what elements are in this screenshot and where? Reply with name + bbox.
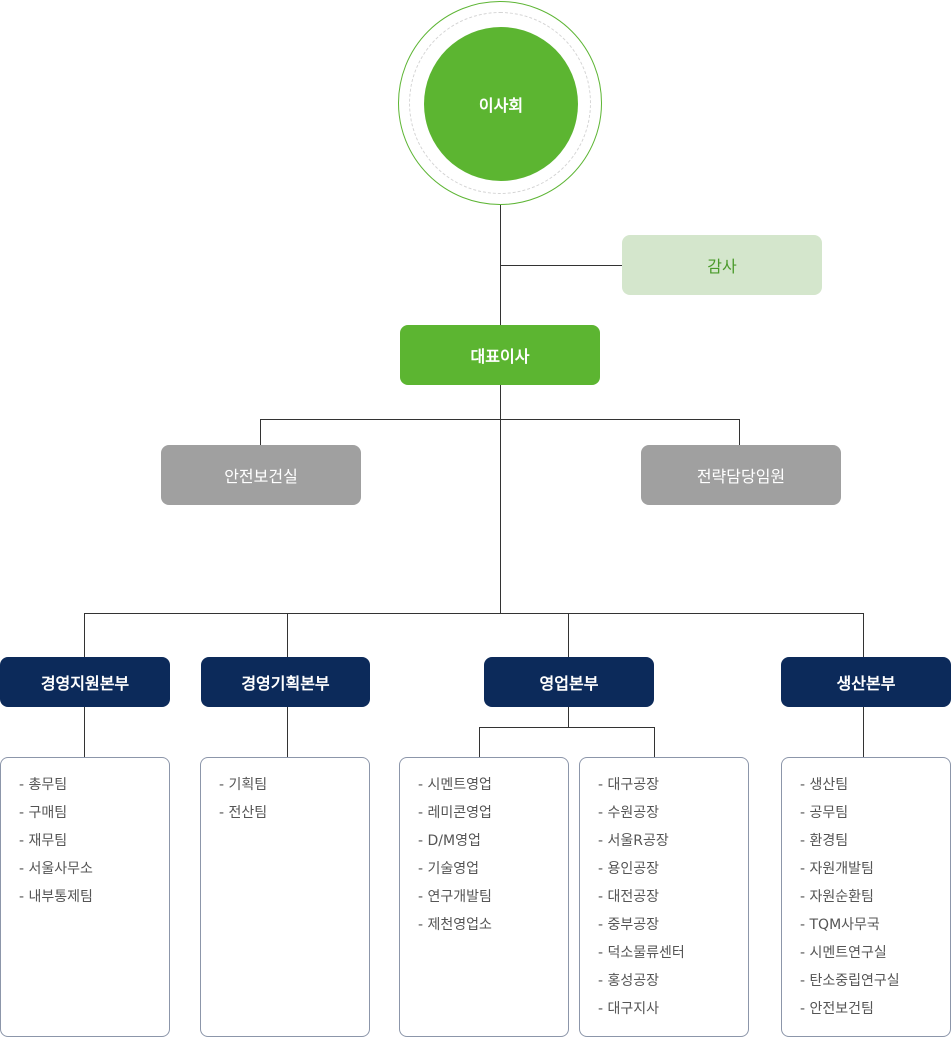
list-item: - 수원공장: [598, 805, 660, 821]
list-item: - 서울R공장: [598, 833, 669, 849]
list-item: - 생산팀: [800, 777, 849, 793]
strategy-officer-node: 전략담당임원: [641, 445, 841, 505]
list-item: - 레미콘영업: [418, 805, 492, 821]
team-list-production: - 생산팀 - 공무팀 - 환경팀 - 자원개발팀 - 자원순환팀 - TQM사…: [781, 757, 951, 1037]
connector-sales-down: [568, 707, 569, 727]
list-item: - 기술영업: [418, 861, 480, 877]
division-production: 생산본부: [781, 657, 951, 707]
team-list-sales-business: - 시멘트영업 - 레미콘영업 - D/M영업 - 기술영업 - 연구개발팀 -…: [399, 757, 569, 1037]
list-item: - 공무팀: [800, 805, 849, 821]
connector-division-2: [287, 613, 288, 657]
list-item: - 전산팀: [219, 805, 268, 821]
list-item: - D/M영업: [418, 833, 481, 849]
list-item: - TQM사무국: [800, 917, 880, 933]
team-list-management-planning: - 기획팀 - 전산팀: [200, 757, 370, 1037]
audit-node: 감사: [622, 235, 822, 295]
list-item: - 내부통제팀: [19, 889, 93, 905]
list-item: - 총무팀: [19, 777, 68, 793]
list-item: - 시멘트영업: [418, 777, 492, 793]
connector-staff-left: [260, 419, 261, 445]
list-item: - 탄소중립연구실: [800, 973, 900, 989]
list-item: - 자원순환팀: [800, 889, 874, 905]
list-item: - 서울사무소: [19, 861, 93, 877]
division-management-support: 경영지원본부: [0, 657, 170, 707]
connector-list-4: [863, 707, 864, 757]
list-item: - 용인공장: [598, 861, 660, 877]
division-management-planning: 경영기획본부: [201, 657, 370, 707]
connector-staff-bar: [260, 419, 740, 420]
list-item: - 중부공장: [598, 917, 660, 933]
list-item: - 기획팀: [219, 777, 268, 793]
list-item: - 홍성공장: [598, 973, 660, 989]
board-dashed-ring: [409, 12, 591, 194]
division-sales: 영업본부: [484, 657, 654, 707]
connector-division-3: [568, 613, 569, 657]
connector-list-1: [84, 707, 85, 757]
connector-sales-bar: [479, 727, 655, 728]
team-list-management-support: - 총무팀 - 구매팀 - 재무팀 - 서울사무소 - 내부통제팀: [0, 757, 170, 1037]
list-item: - 안전보건팀: [800, 1001, 874, 1017]
board-node: 이사회: [424, 27, 578, 181]
connector-staff-right: [739, 419, 740, 445]
connector-division-bar: [84, 613, 864, 614]
connector-sales-left: [479, 727, 480, 757]
list-item: - 시멘트연구실: [800, 945, 887, 961]
connector-list-2: [287, 707, 288, 757]
list-item: - 제천영업소: [418, 917, 492, 933]
list-item: - 재무팀: [19, 833, 68, 849]
list-item: - 자원개발팀: [800, 861, 874, 877]
list-item: - 대전공장: [598, 889, 660, 905]
connector-division-4: [863, 613, 864, 657]
list-item: - 환경팀: [800, 833, 849, 849]
list-item: - 대구공장: [598, 777, 660, 793]
ceo-node: 대표이사: [400, 325, 600, 385]
connector-division-1: [84, 613, 85, 657]
list-item: - 대구지사: [598, 1001, 660, 1017]
connector-ceo-down: [500, 385, 501, 613]
team-list-sales-plants: - 대구공장 - 수원공장 - 서울R공장 - 용인공장 - 대전공장 - 중부…: [579, 757, 749, 1037]
list-item: - 구매팀: [19, 805, 68, 821]
connector-sales-right: [654, 727, 655, 757]
safety-office-node: 안전보건실: [161, 445, 361, 505]
list-item: - 덕소물류센터: [598, 945, 685, 961]
board-outer-ring: [398, 1, 602, 205]
connector-audit: [500, 265, 622, 266]
list-item: - 연구개발팀: [418, 889, 492, 905]
